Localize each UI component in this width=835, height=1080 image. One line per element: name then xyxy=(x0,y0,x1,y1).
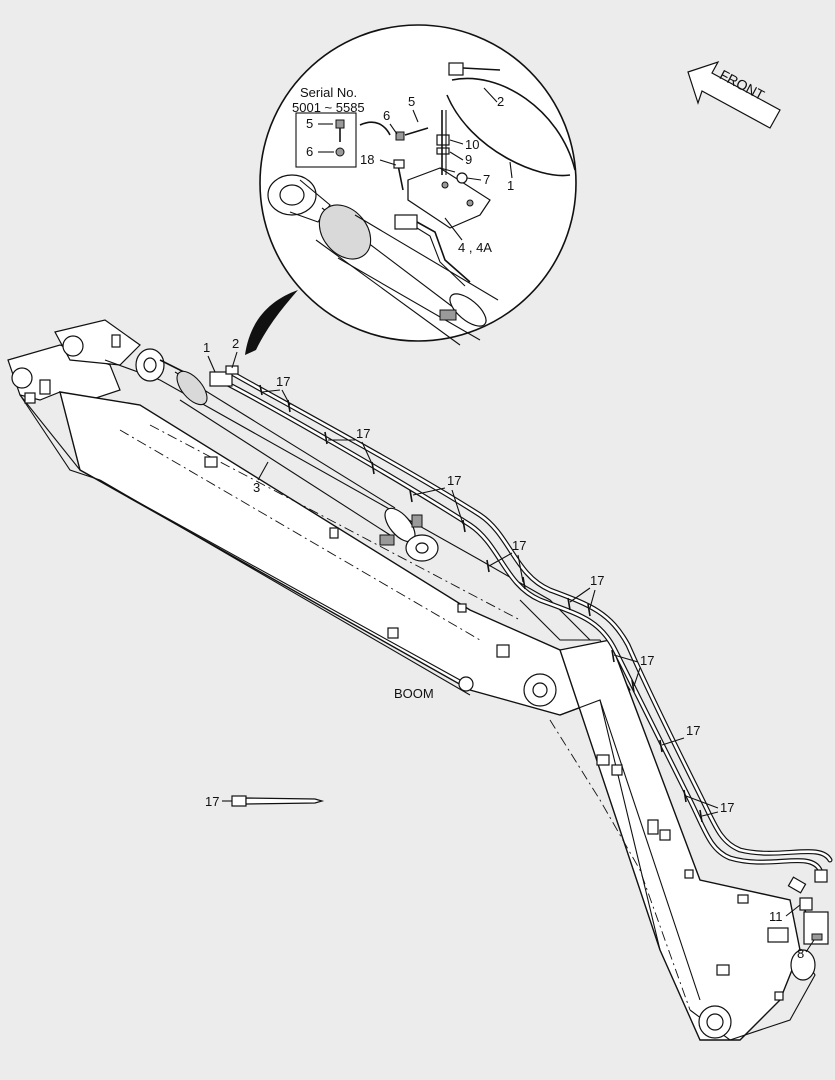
detail-callouts: 5 6 18 10 9 7 4 , 4A 2 1 xyxy=(360,87,514,255)
boom-cylinder xyxy=(135,348,439,562)
callout-2: 2 xyxy=(232,336,239,351)
hydraulic-hoses xyxy=(209,365,833,894)
callout-9-detail: 9 xyxy=(465,152,472,167)
callout-2-detail: 2 xyxy=(497,94,504,109)
callout-1-detail: 1 xyxy=(507,178,514,193)
front-direction-arrow: FRONT xyxy=(687,60,781,129)
serial-range: 5001 ~ 5585 xyxy=(292,100,365,115)
callout-3: 3 xyxy=(253,480,260,495)
callout-4-detail: 4 , 4A xyxy=(458,240,492,255)
detail-valve-block xyxy=(393,62,576,287)
boom-upper-arm xyxy=(549,639,816,1041)
callout-17-a: 17 xyxy=(276,374,290,389)
callout-6-detail: 6 xyxy=(383,108,390,123)
callout-17-h: 17 xyxy=(720,800,734,815)
callout-17-g: 17 xyxy=(686,723,700,738)
nose-fittings xyxy=(767,897,829,945)
callout-8: 8 xyxy=(797,946,804,961)
callout-10-detail: 10 xyxy=(465,137,479,152)
serial-item-6: 6 xyxy=(306,144,313,159)
detail-cylinder xyxy=(267,174,499,346)
callout-17-tie: 17 xyxy=(205,794,219,809)
callout-5-detail: 5 xyxy=(408,94,415,109)
callout-1: 1 xyxy=(203,340,210,355)
detail-pointer xyxy=(245,290,298,355)
boom-body xyxy=(7,319,631,716)
boom-label: BOOM xyxy=(394,686,434,701)
callout-17-b: 17 xyxy=(356,426,370,441)
main-callouts: 1 2 3 17 17 17 17 17 17 17 17 11 8 xyxy=(203,336,815,961)
serial-item-5: 5 xyxy=(306,116,313,131)
callout-17-d: 17 xyxy=(512,538,526,553)
callout-17-c: 17 xyxy=(447,473,461,488)
serial-title: Serial No. xyxy=(300,85,357,100)
callout-11: 11 xyxy=(769,909,783,924)
callout-18-detail: 18 xyxy=(360,152,374,167)
serial-box: Serial No. 5001 ~ 5585 5 6 xyxy=(292,85,391,168)
cable-tie: 17 xyxy=(205,794,325,809)
callout-17-f: 17 xyxy=(640,653,654,668)
callout-7-detail: 7 xyxy=(483,172,490,187)
callout-17-e: 17 xyxy=(590,573,604,588)
